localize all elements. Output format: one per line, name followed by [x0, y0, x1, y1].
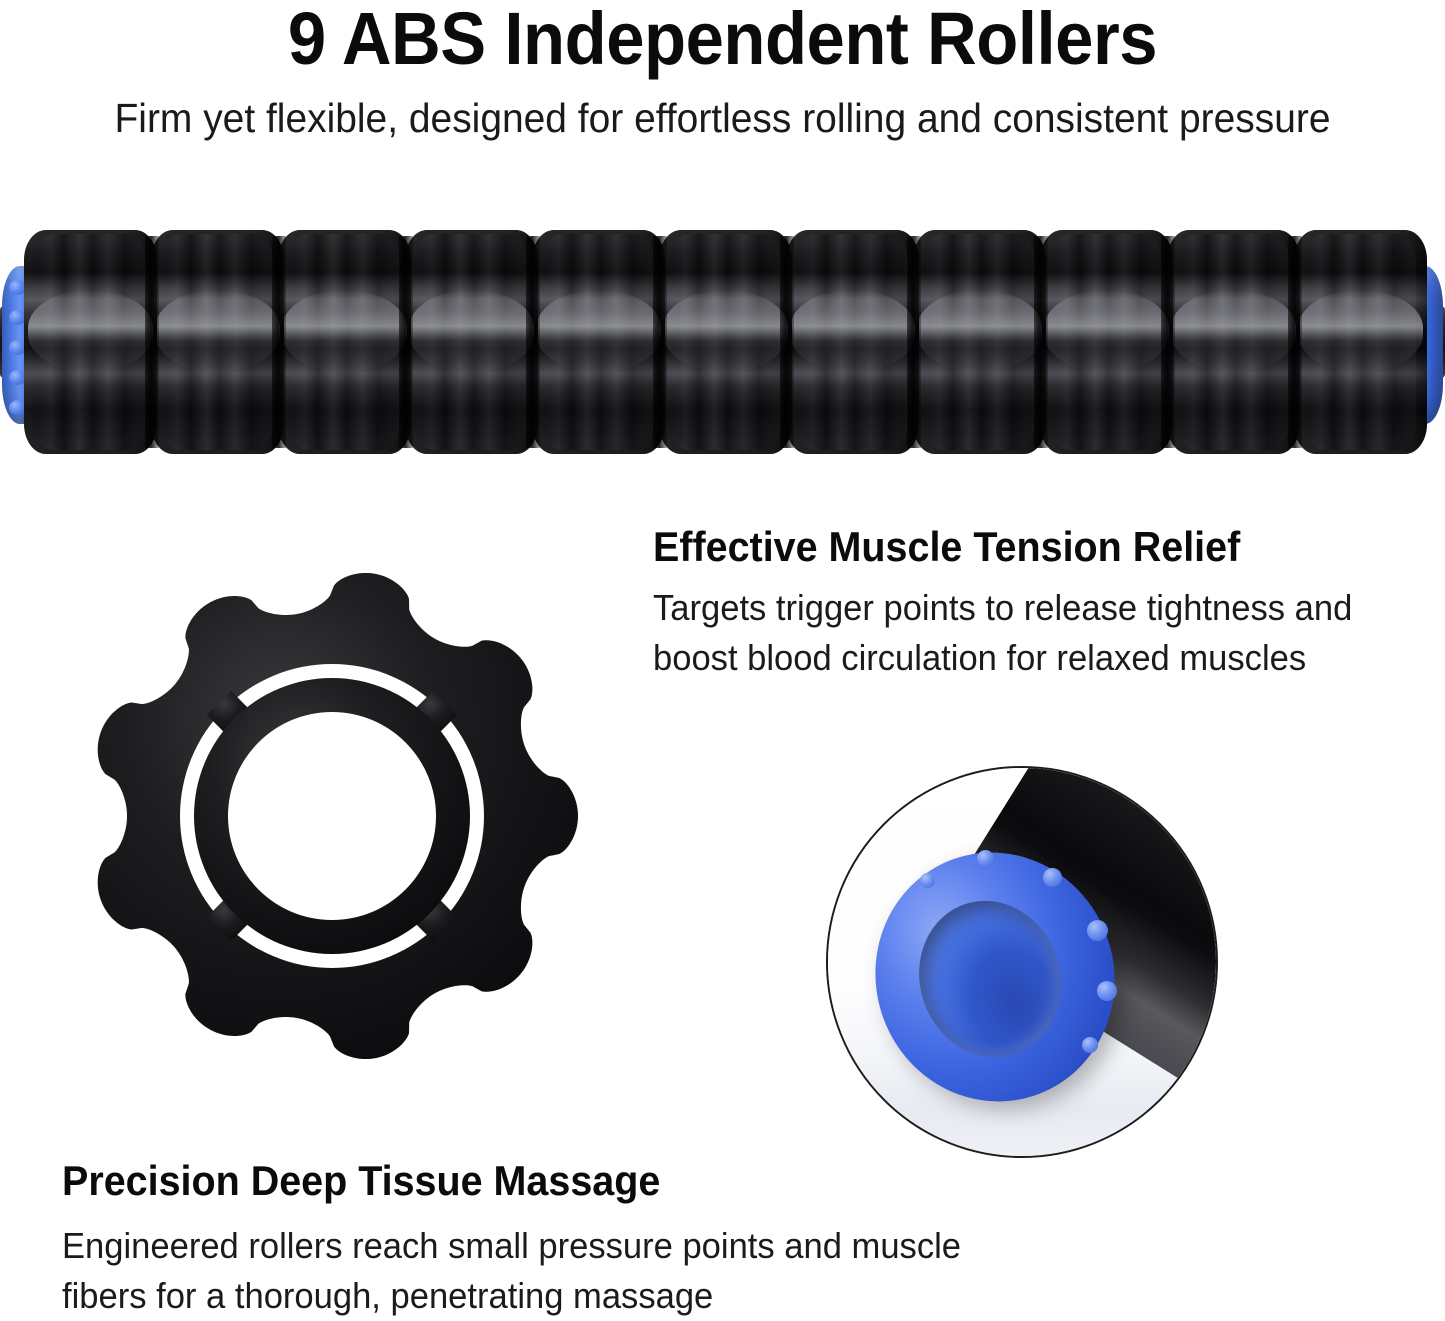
- endcap-nub: [9, 340, 26, 355]
- roller-segment: [1167, 230, 1300, 454]
- inset-ring-nub: [1086, 920, 1108, 942]
- inset-ring-nub: [1081, 1036, 1098, 1053]
- inset-ring-nub: [976, 850, 994, 868]
- feature-heading-tension: Effective Muscle Tension Relief: [653, 523, 1241, 570]
- cog-roller-image: [52, 534, 612, 1094]
- product-roller-image: [0, 222, 1445, 462]
- endcap-nub: [9, 310, 26, 325]
- inset-scene: [828, 768, 1216, 1156]
- endcap-nub: [9, 280, 26, 295]
- roller-segment: [659, 230, 792, 454]
- roller-segment: [24, 230, 157, 454]
- inset-ring-nub: [919, 872, 935, 888]
- roller-segment: [913, 230, 1046, 454]
- endcap-nub: [9, 370, 26, 385]
- page-title: 9 ABS Independent Rollers: [287, 0, 1158, 80]
- roller-segment: [151, 230, 284, 454]
- feature-heading-massage: Precision Deep Tissue Massage: [62, 1157, 661, 1204]
- cog-icon: [97, 572, 578, 1060]
- cog-spoke: [206, 690, 251, 735]
- inset-ring-nub: [1097, 981, 1118, 1002]
- roller-segment: [405, 230, 538, 454]
- cog-spoke: [206, 897, 251, 942]
- endcap-closeup-inset: [826, 766, 1218, 1158]
- roller-segments: [24, 222, 1427, 462]
- feature-block-tension: Effective Muscle Tension Relief Targets …: [653, 524, 1443, 683]
- roller-segment: [1040, 230, 1173, 454]
- inset-ring-nub: [1043, 868, 1063, 888]
- feature-body-tension: Targets trigger points to release tightn…: [653, 587, 1353, 679]
- cog-spoke: [413, 690, 458, 735]
- page-subtitle: Firm yet flexible, designed for effortle…: [114, 95, 1331, 141]
- roller-segment: [532, 230, 665, 454]
- roller-segment: [278, 230, 411, 454]
- header: 9 ABS Independent Rollers Firm yet flexi…: [0, 0, 1445, 139]
- roller-segment: [786, 230, 919, 454]
- cog-spoke: [413, 897, 458, 942]
- roller-segment: [1294, 230, 1427, 454]
- feature-body-massage: Engineered rollers reach small pressure …: [62, 1225, 962, 1317]
- endcap-nub: [9, 400, 26, 415]
- feature-block-massage: Precision Deep Tissue Massage Engineered…: [62, 1158, 1062, 1321]
